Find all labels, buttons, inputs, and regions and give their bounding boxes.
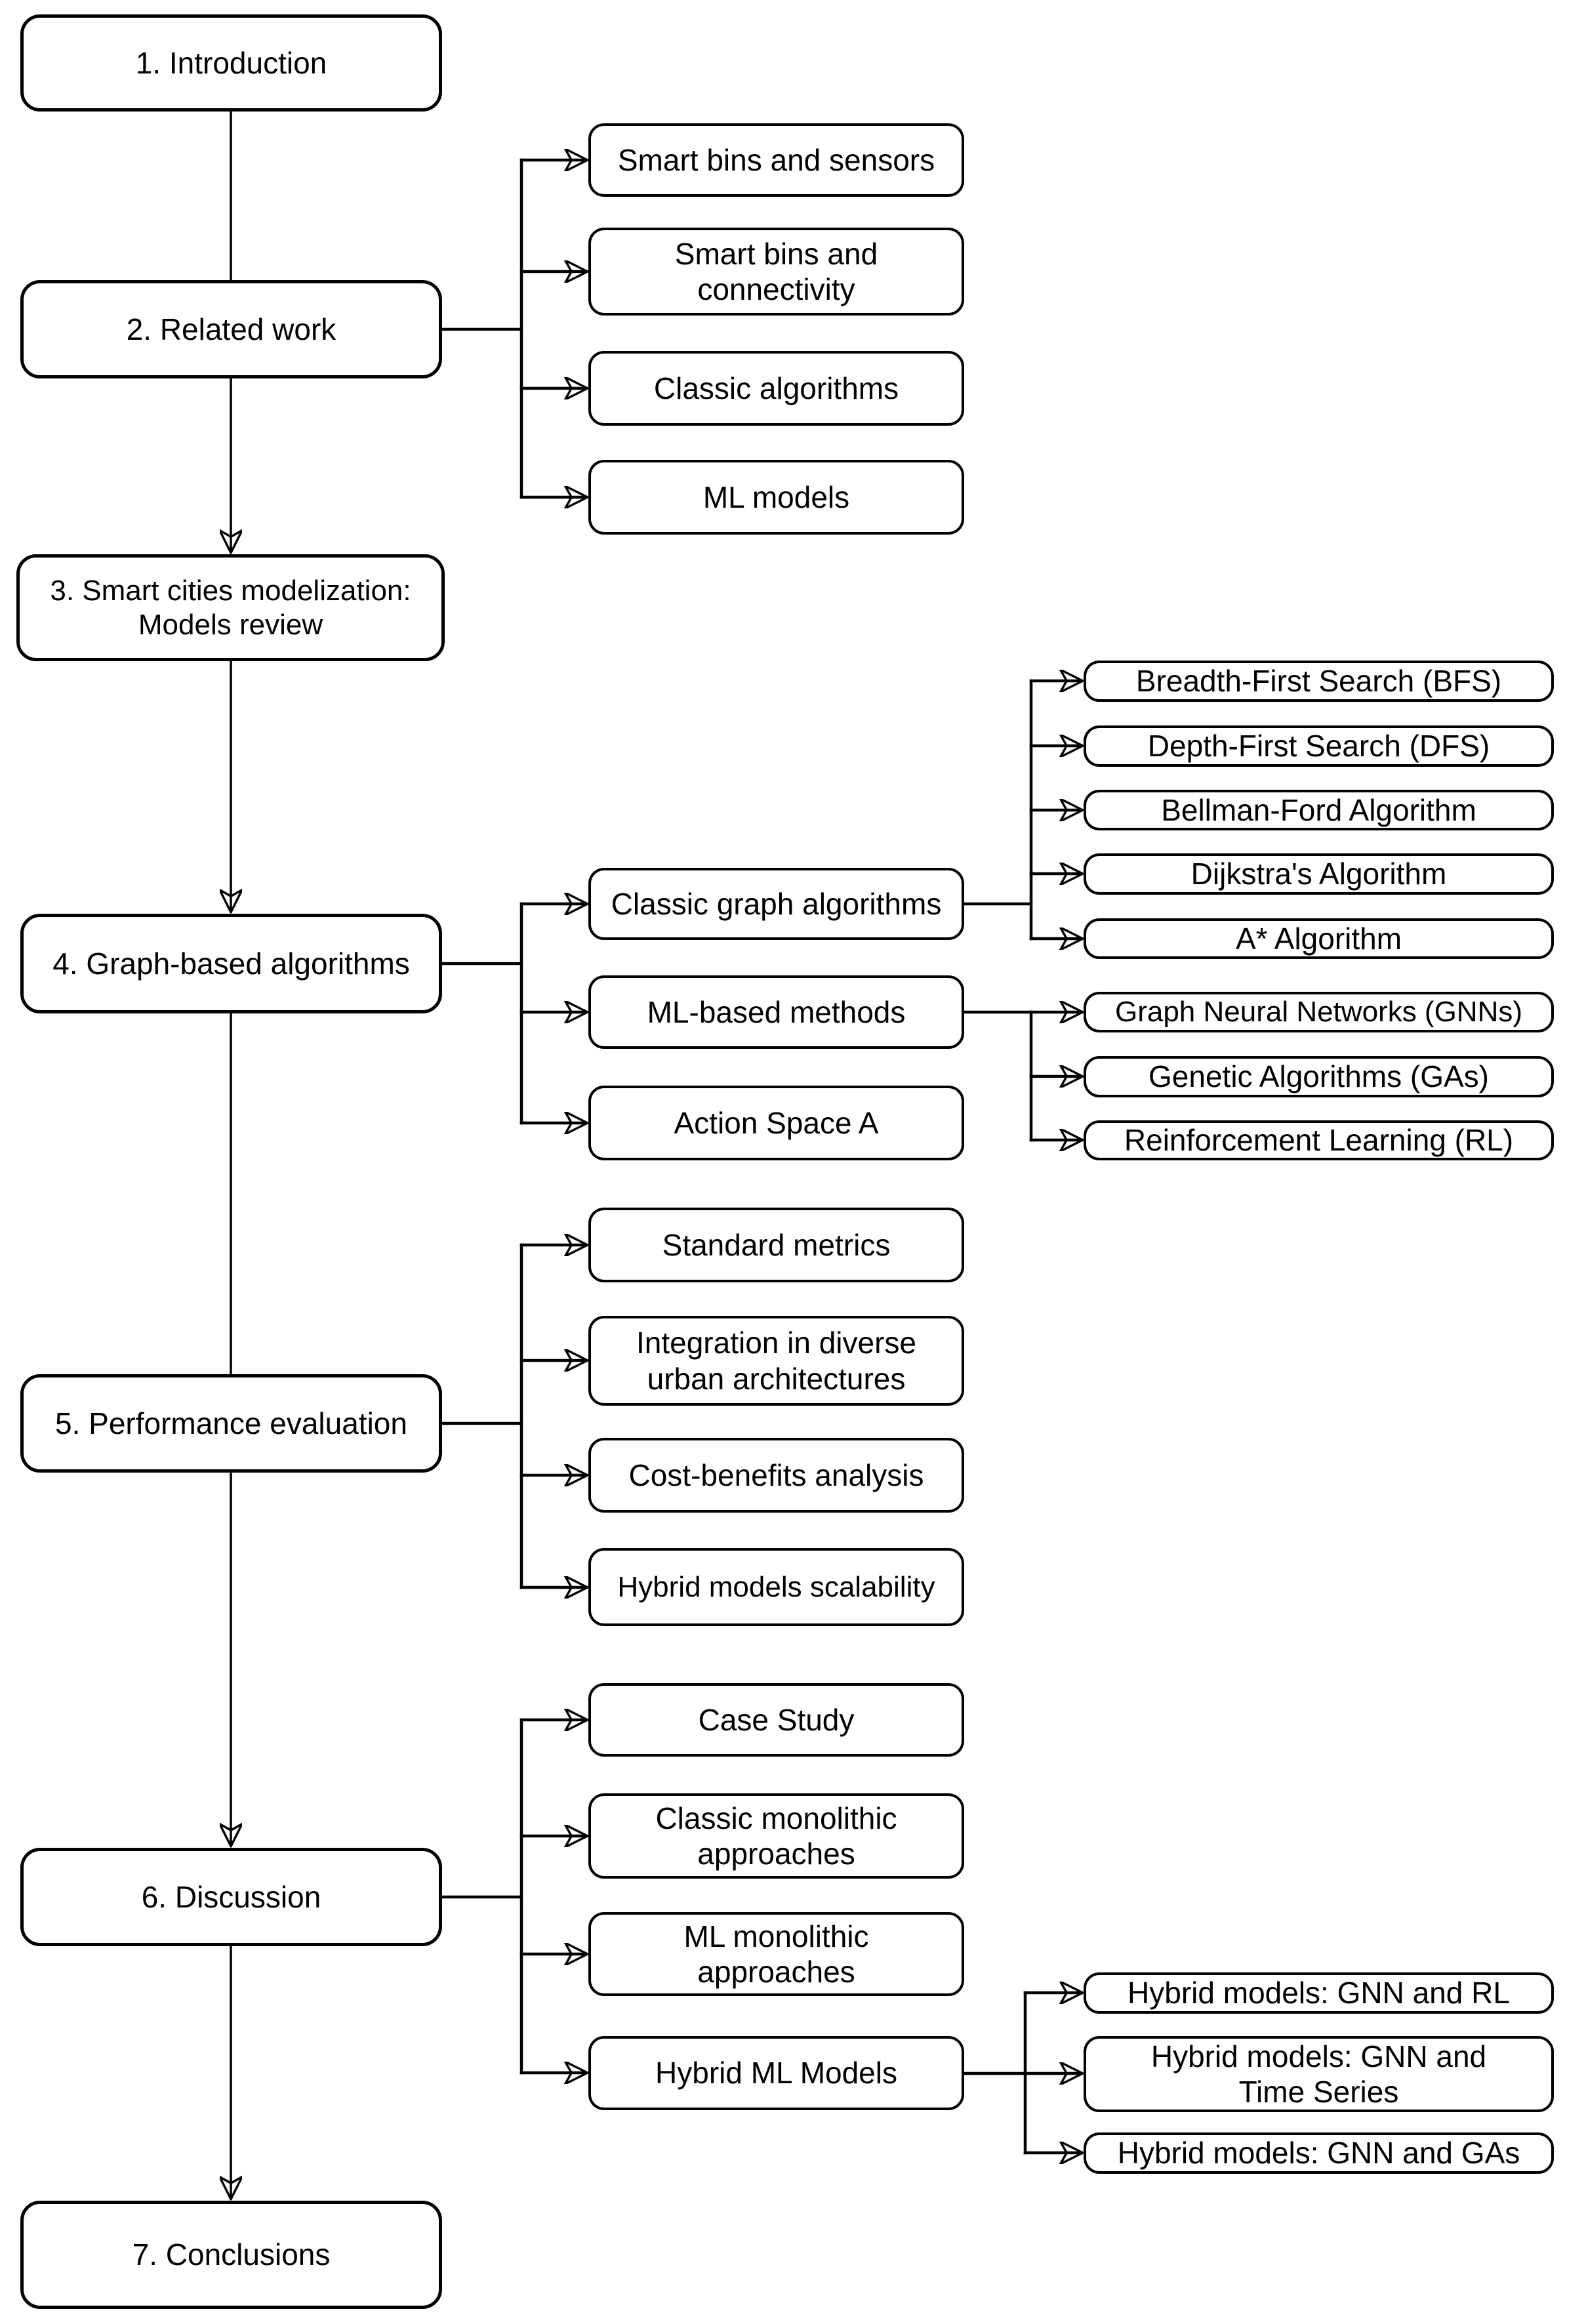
node-introduction: 1. Introduction	[20, 14, 442, 112]
node-graph-based-algorithms: 4. Graph-based algorithms	[20, 914, 442, 1013]
node-performance-evaluation: 5. Performance evaluation	[20, 1374, 442, 1473]
node-classic-monolithic-approaches: Classic monolithic approaches	[588, 1793, 964, 1879]
node-hybrid-models-scalability: Hybrid models scalability	[588, 1548, 964, 1626]
node-reinforcement-learning: Reinforcement Learning (RL)	[1084, 1120, 1554, 1160]
node-gnns: Graph Neural Networks (GNNs)	[1084, 992, 1554, 1032]
node-classic-graph-algorithms: Classic graph algorithms	[588, 868, 964, 940]
node-hybrid-gnn-rl: Hybrid models: GNN and RL	[1084, 1972, 1554, 2014]
node-ml-models: ML models	[588, 460, 964, 535]
node-smart-bins-and-connectivity: Smart bins and connectivity	[588, 228, 964, 316]
node-dijkstra: Dijkstra's Algorithm	[1084, 853, 1554, 895]
node-smart-cities-modelization: 3. Smart cities modelization: Models rev…	[16, 554, 445, 661]
node-hybrid-gnn-gas: Hybrid models: GNN and GAs	[1084, 2132, 1554, 2174]
node-ml-based-methods: ML-based methods	[588, 975, 964, 1049]
node-bfs: Breadth-First Search (BFS)	[1084, 661, 1554, 702]
node-a-star: A* Algorithm	[1084, 918, 1554, 959]
node-hybrid-ml-models: Hybrid ML Models	[588, 2036, 964, 2110]
node-hybrid-gnn-time-series: Hybrid models: GNN and Time Series	[1084, 2036, 1554, 2112]
node-integration-urban-architectures: Integration in diverse urban architectur…	[588, 1316, 964, 1406]
node-related-work: 2. Related work	[20, 280, 442, 378]
node-action-space-a: Action Space A	[588, 1086, 964, 1160]
node-smart-bins-and-sensors: Smart bins and sensors	[588, 123, 964, 197]
node-discussion: 6. Discussion	[20, 1848, 442, 1946]
node-classic-algorithms: Classic algorithms	[588, 351, 964, 426]
node-conclusions: 7. Conclusions	[20, 2201, 442, 2309]
node-genetic-algorithms: Genetic Algorithms (GAs)	[1084, 1056, 1554, 1097]
node-ml-monolithic-approaches: ML monolithic approaches	[588, 1912, 964, 1996]
node-bellman-ford: Bellman-Ford Algorithm	[1084, 790, 1554, 830]
node-dfs: Depth-First Search (DFS)	[1084, 725, 1554, 767]
node-case-study: Case Study	[588, 1683, 964, 1757]
node-standard-metrics: Standard metrics	[588, 1208, 964, 1282]
node-cost-benefits-analysis: Cost-benefits analysis	[588, 1438, 964, 1513]
